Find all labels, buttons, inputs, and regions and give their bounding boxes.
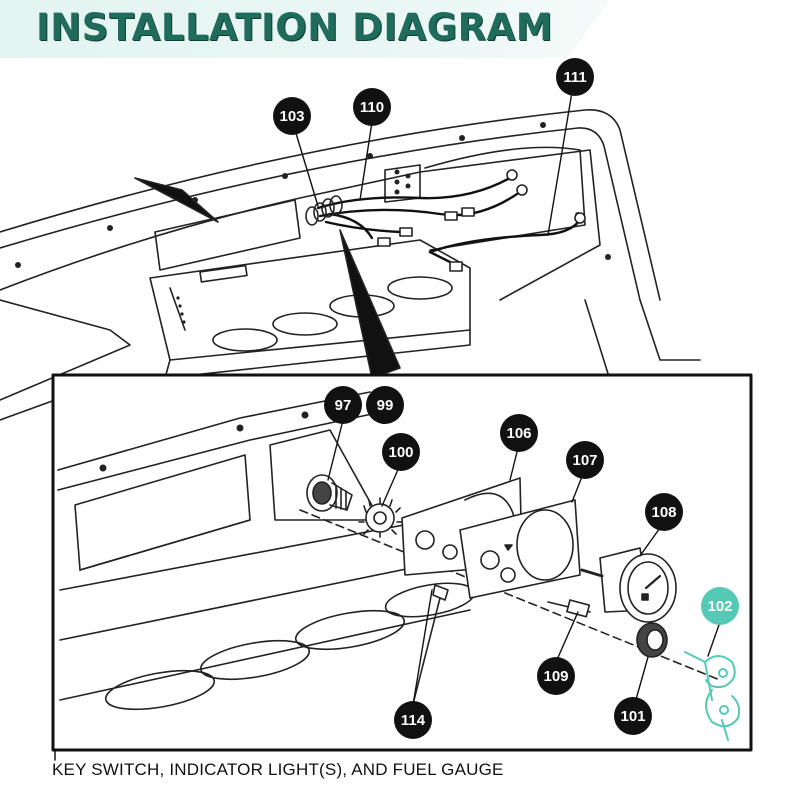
callout-103: 103	[273, 97, 311, 135]
coil-connector	[305, 195, 343, 226]
detail-dashboard	[57, 391, 741, 741]
svg-text:97: 97	[335, 397, 352, 414]
svg-text:107: 107	[572, 452, 597, 469]
figure-caption: KEY SWITCH, INDICATOR LIGHT(S), AND FUEL…	[52, 760, 504, 779]
callout-100: 100	[382, 433, 420, 471]
svg-text:99: 99	[377, 397, 394, 414]
wiring-harness	[316, 176, 582, 264]
callouts: 103 110 111 97 99 100 106 107 108 102 10…	[273, 58, 739, 739]
part-109-bulb	[547, 599, 591, 618]
callout-101: 101	[614, 697, 652, 735]
terminals	[377, 169, 586, 272]
callout-102: 102	[701, 587, 739, 625]
callout-99: 99	[366, 386, 404, 424]
callout-106: 106	[500, 414, 538, 452]
svg-text:103: 103	[279, 108, 304, 125]
svg-text:109: 109	[543, 668, 568, 685]
svg-text:102: 102	[707, 598, 732, 615]
part-108-fuel-gauge	[580, 547, 677, 623]
part-102-keys	[684, 651, 741, 741]
svg-text:106: 106	[506, 425, 531, 442]
callout-109: 109	[537, 657, 575, 695]
dashboard-overview	[0, 109, 701, 761]
svg-text:114: 114	[401, 712, 426, 729]
callout-108: 108	[645, 493, 683, 531]
callout-111: 111	[556, 58, 594, 96]
part-114-screw	[411, 584, 449, 709]
part-101-ring	[636, 622, 668, 658]
svg-text:111: 111	[563, 69, 586, 86]
svg-text:110: 110	[360, 99, 384, 116]
part-107-bezel	[459, 499, 581, 599]
svg-text:108: 108	[651, 504, 676, 521]
callout-107: 107	[566, 441, 604, 479]
page-title: INSTALLATION DIAGRAM	[36, 6, 554, 49]
title-banner	[0, 0, 610, 58]
callout-114: 114	[394, 701, 432, 739]
svg-text:100: 100	[388, 444, 413, 461]
callout-110: 110	[353, 88, 391, 126]
part-97-knob	[306, 474, 353, 512]
part-100-nut	[358, 497, 403, 538]
callout-97: 97	[324, 386, 362, 424]
svg-text:101: 101	[620, 708, 645, 725]
